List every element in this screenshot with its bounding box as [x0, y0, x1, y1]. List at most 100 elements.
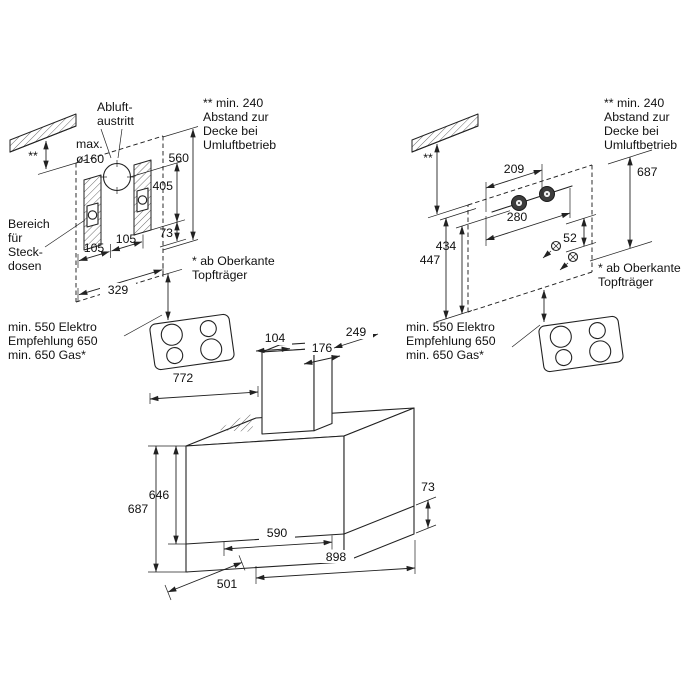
burner	[588, 322, 606, 340]
duct-outlet-circle	[100, 160, 134, 194]
note-line: * ab Oberkante	[192, 254, 275, 268]
note-line: min. 550 Elektro	[406, 320, 495, 334]
dim-590: 590	[223, 526, 333, 556]
note-line: Umluftbetrieb	[203, 138, 276, 152]
cooktop	[149, 313, 235, 371]
ceiling-hatch	[411, 113, 479, 153]
note-line: ** min. 240	[604, 96, 664, 110]
ceiling-line	[411, 125, 479, 153]
label-line: austritt	[97, 114, 134, 128]
dim-52-label: 52	[563, 231, 577, 245]
pan-support-note: * ab Oberkante Topfträger	[192, 254, 275, 282]
mounting-screw	[542, 240, 562, 259]
note-line: Decke bei	[203, 124, 258, 138]
dim-176-label: 176	[312, 341, 333, 355]
ceiling-hatch	[9, 113, 77, 153]
dim-405: 405	[129, 161, 186, 231]
dim-434: 434	[432, 210, 511, 323]
dim-105-pair: 105 105	[77, 232, 144, 268]
dim-501: 501	[164, 555, 246, 601]
hood-right-face	[343, 407, 415, 563]
dim-104: 104	[255, 331, 292, 354]
dim-249-label: 249	[346, 325, 367, 339]
dim-646-label: 646	[149, 488, 170, 502]
note-line: Empfehlung 650	[8, 334, 98, 348]
dim-209: 209	[485, 162, 543, 212]
note-line: min. 650 Gas*	[8, 348, 86, 362]
dim-772: 772	[149, 371, 259, 404]
duct-max-diameter-label: max. ø160	[76, 137, 104, 166]
socket-area-label: Bereich für Steck- dosen	[8, 217, 86, 273]
dim-501-label: 501	[217, 577, 238, 591]
dim-176: 176	[303, 341, 341, 365]
cooktop-distance-arrow	[123, 268, 183, 337]
wall-side-view-diagram: ** ** min. 240 Abstand zur Decke bei Uml…	[406, 96, 681, 373]
label-line: dosen	[8, 259, 42, 273]
chimney-front-face	[261, 348, 315, 435]
burner	[589, 340, 612, 363]
note-line: Abstand zur	[203, 110, 269, 124]
dim-73: 73	[159, 221, 187, 248]
mounting-rail	[491, 185, 573, 213]
dim-447: 447	[416, 208, 477, 320]
dim-73-label: 73	[421, 480, 435, 494]
dim-329: 329	[77, 263, 164, 302]
extension-line	[37, 162, 77, 175]
dim-405-label: 405	[152, 179, 173, 193]
wall-front-view-diagram: ** ** min. 240 Abstand zur Decke bei Uml…	[8, 96, 276, 371]
note-line: Topfträger	[598, 275, 653, 289]
pan-support-note: * ab Oberkante Topfträger	[598, 261, 681, 289]
hood-wall-outline	[467, 164, 593, 313]
dim-560-label: 560	[168, 151, 189, 165]
dim-590-label: 590	[267, 526, 288, 540]
min240-marker: **	[423, 151, 433, 165]
dim-687: 687	[128, 445, 188, 573]
burner	[199, 320, 217, 338]
min-distance-note: min. 550 Elektro Empfehlung 650 min. 650…	[406, 320, 541, 362]
min-distance-note: min. 550 Elektro Empfehlung 650 min. 650…	[8, 320, 98, 362]
min240-marker: **	[28, 149, 38, 163]
dim-772-label: 772	[173, 371, 194, 385]
label-line: für	[8, 231, 22, 245]
burner	[549, 325, 572, 348]
burner	[200, 338, 223, 361]
dim-687-label: 687	[637, 165, 658, 179]
label-line: max.	[76, 137, 103, 151]
dim-687: 687	[589, 149, 658, 262]
hanger-bolt	[539, 186, 555, 202]
hood-chimney	[261, 340, 333, 435]
dim-898: 898	[255, 540, 416, 584]
burner	[166, 346, 184, 365]
canopy-seam	[343, 505, 415, 535]
dim-52: 52	[563, 214, 597, 253]
note-line: Topfträger	[192, 268, 247, 282]
label-line: ø160	[76, 152, 104, 166]
ceiling-line	[9, 125, 77, 153]
ceiling-clearance-note: ** min. 240 Abstand zur Decke bei Umluft…	[604, 96, 677, 152]
burner	[160, 323, 183, 346]
burner	[555, 348, 573, 367]
note-line: Umluftbetrieb	[604, 138, 677, 152]
socket-area-left-strip	[83, 174, 102, 251]
dim-280-label: 280	[507, 210, 528, 224]
air-outlet-label: Abluft- austritt	[97, 100, 134, 159]
duct-area-hatch	[216, 413, 254, 432]
label-line: Bereich	[8, 217, 50, 231]
note-line: * ab Oberkante	[598, 261, 681, 275]
extension-line	[427, 204, 469, 219]
dim-105-left-label: 105	[84, 241, 105, 255]
note-line: min. 650 Gas*	[406, 348, 484, 362]
dim-73: 73	[415, 480, 437, 534]
dim-329-label: 329	[108, 283, 129, 297]
note-line: Decke bei	[604, 124, 659, 138]
note-line: ** min. 240	[203, 96, 263, 110]
dim-280: 280	[485, 188, 571, 246]
dim-104-label: 104	[265, 331, 286, 345]
note-line: Abstand zur	[604, 110, 670, 124]
dim-249: 249	[333, 325, 379, 349]
dim-105-right-label: 105	[116, 232, 137, 246]
ceiling-clearance-note: ** min. 240 Abstand zur Decke bei Umluft…	[203, 96, 276, 152]
hanger-bolt	[511, 195, 527, 211]
